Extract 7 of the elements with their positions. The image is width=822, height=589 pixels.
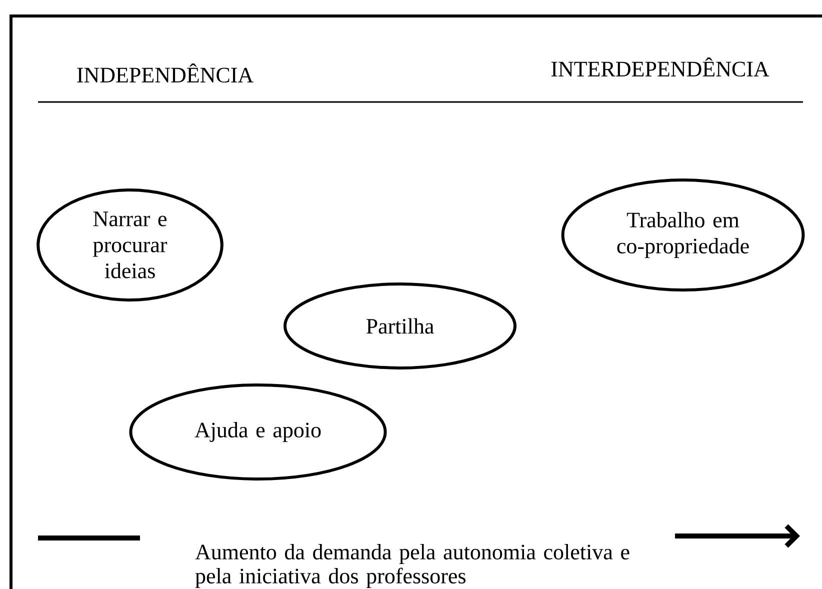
ellipse-node: Ajuda e apoio — [129, 384, 387, 480]
heading: INDEPENDÊNCIA — [77, 63, 254, 83]
ellipse-node: Trabalho em co-propriedade — [561, 178, 805, 292]
ellipse-node: Partilha — [284, 282, 516, 370]
ellipse-node: Narrar e procurar ideias — [36, 188, 224, 302]
heading: INTERDEPENDÊNCIA — [551, 57, 770, 77]
arrow-caption: Aumento da demanda pela autonomia coletiva e pela iniciativa dos professores — [195, 544, 630, 588]
